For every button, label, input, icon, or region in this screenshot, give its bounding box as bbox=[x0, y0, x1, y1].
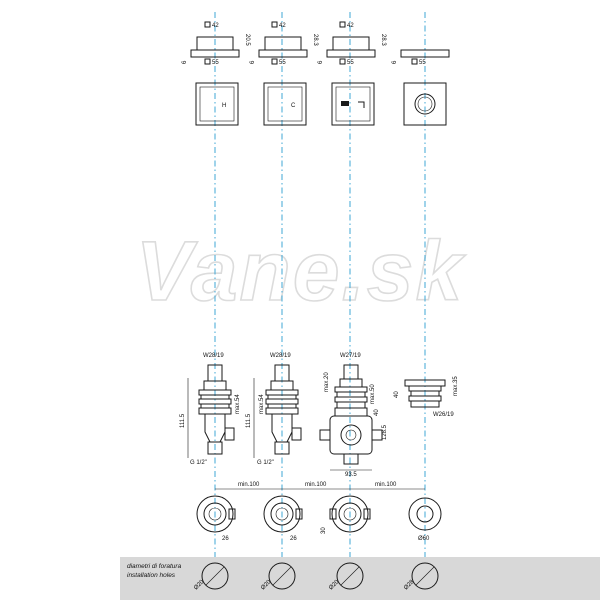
install-band bbox=[120, 557, 600, 600]
cap-base-dim-2: 55 bbox=[279, 60, 286, 66]
valve-thread-2: W28/19 bbox=[270, 353, 291, 359]
face-plate-ring bbox=[403, 82, 447, 126]
mount-side-3: 30 bbox=[321, 527, 327, 534]
valve-height-3: 128.5 bbox=[382, 424, 388, 440]
mount-side-2: 26 bbox=[290, 536, 297, 542]
spacing-label-3: min.100 bbox=[375, 482, 397, 488]
cap-left-4: 6 bbox=[392, 60, 398, 64]
face-plate-hot: H bbox=[195, 82, 239, 126]
valve-max-3a: max.20 bbox=[324, 372, 330, 392]
valve-max-2: max.54 bbox=[259, 394, 265, 414]
face-marker-hot: H bbox=[222, 103, 226, 109]
diverter-knob: max.35 40 W26/19 bbox=[394, 376, 459, 418]
valve-height-1: 111.5 bbox=[180, 413, 186, 428]
cap-height-3: 28.3 bbox=[380, 34, 386, 46]
valve-body-2: W28/19 111.5 max.54 G 1/2" bbox=[246, 353, 302, 466]
face-marker-cold: C bbox=[291, 103, 296, 109]
valve-width-3: 93.5 bbox=[345, 472, 357, 478]
mount-front-1: 26 bbox=[196, 495, 236, 542]
cap-left-1: 6 bbox=[182, 60, 188, 64]
cap-base-dim-3: 55 bbox=[347, 60, 354, 66]
mount-side-1: 26 bbox=[222, 536, 229, 542]
valve-thread-3: W27/19 bbox=[340, 353, 361, 359]
cap-height-1: 20.5 bbox=[244, 34, 250, 46]
cap-height-2: 28.3 bbox=[312, 34, 318, 46]
spacing-label-2: min.100 bbox=[305, 482, 327, 488]
cap-profile-1: 42 55 20.5 6 bbox=[182, 21, 250, 66]
diverter-height: 40 bbox=[394, 391, 400, 398]
shower-icon bbox=[341, 101, 349, 106]
face-plate-cold: C bbox=[263, 82, 307, 126]
mount-front-4: Ø60 bbox=[408, 497, 442, 542]
valve-max-3b: max.50 bbox=[370, 384, 376, 404]
mount-front-3: 30 bbox=[321, 495, 371, 534]
diverter-max: max.35 bbox=[453, 376, 459, 396]
cap-top-dim-2: 42 bbox=[279, 23, 286, 29]
cap-top-dim-1: 42 bbox=[212, 23, 219, 29]
cap-top-dim-3: 42 bbox=[347, 23, 354, 29]
spacing-label-1: min.100 bbox=[238, 482, 260, 488]
valve-max-1: max.54 bbox=[235, 394, 241, 414]
watermark: Vane.sk bbox=[136, 224, 467, 318]
install-title-en: installation holes bbox=[127, 572, 176, 579]
cap-left-3: 6 bbox=[318, 60, 324, 64]
cap-left-2: 6 bbox=[250, 60, 256, 64]
diverter-thread: W26/19 bbox=[433, 412, 454, 418]
install-title-it: diametri di foratura bbox=[127, 563, 182, 570]
valve-body-1: W28/19 111.5 max.54 G 1/2" bbox=[180, 353, 241, 466]
valve-body-3: W27/19 max.20 max.50 128.5 40 93.5 bbox=[319, 353, 388, 478]
valve-gauge-2: G 1/2" bbox=[257, 460, 274, 466]
valve-gauge-1: G 1/2" bbox=[190, 460, 207, 466]
mount-front-2: 26 bbox=[263, 495, 303, 542]
cap-profile-4: 55 6 bbox=[392, 49, 450, 66]
center-axes bbox=[214, 12, 426, 600]
valve-height-2: 111.5 bbox=[246, 413, 252, 428]
cap-base-dim-1: 55 bbox=[212, 60, 219, 66]
face-plate-diverter bbox=[331, 82, 375, 126]
tap-icon bbox=[358, 101, 365, 108]
spacing-dimensions: min.100 min.100 min.100 bbox=[215, 482, 425, 490]
valve-40-3: 40 bbox=[374, 409, 380, 416]
cap-base-dim-4: 55 bbox=[419, 60, 426, 66]
cap-profile-3: 42 55 28.3 6 bbox=[318, 21, 386, 66]
cap-profile-2: 42 55 28.3 6 bbox=[250, 21, 318, 66]
mount-diameter: Ø60 bbox=[418, 536, 430, 542]
valve-thread-1: W28/19 bbox=[203, 353, 224, 359]
